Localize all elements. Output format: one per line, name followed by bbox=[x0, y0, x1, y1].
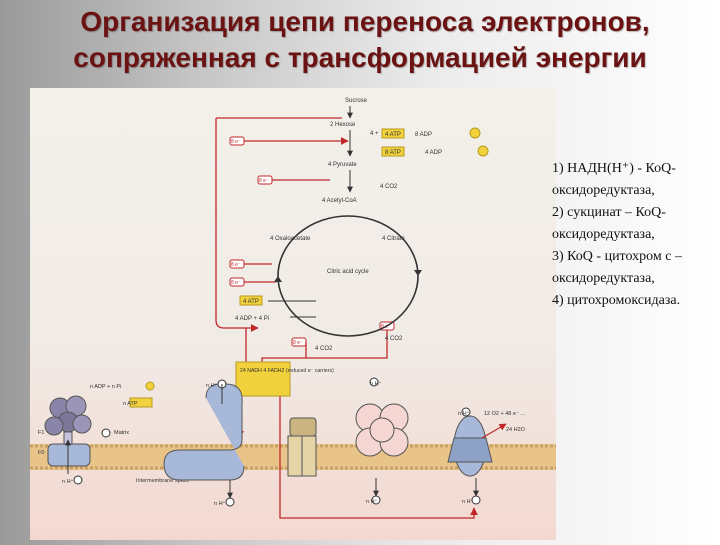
reduced-carriers-box: 24 NADH 4 FADH2 (reduced e⁻ carriers) bbox=[235, 361, 334, 397]
electron-4: 8 e⁻ bbox=[231, 280, 241, 286]
cycle-label: Citric acid cycle bbox=[327, 269, 369, 275]
label-oxaloacetate: 4 Oxaloacetate bbox=[270, 236, 311, 242]
legend-line-3: 2) сукцинат – КоQ- bbox=[552, 205, 666, 220]
atp-badge bbox=[381, 128, 405, 139]
oxygen-arrow bbox=[481, 423, 507, 439]
proton-3: n H⁺ bbox=[458, 410, 470, 417]
proton-4: n H⁺ bbox=[214, 500, 226, 507]
electron-2: 8 e⁻ bbox=[259, 178, 269, 184]
oxygen-reaction: 12 O2 + 48 e⁻ ... bbox=[484, 411, 525, 417]
reduced-carriers-label: 24 NADH 4 FADH2 (reduced e⁻ carriers) bbox=[240, 368, 334, 374]
legend-line-6: оксидоредуктаза, bbox=[552, 271, 655, 286]
label-citrate: 4 Citrate bbox=[382, 236, 405, 242]
glycolysis-atp-2: 8 ATP bbox=[385, 150, 401, 156]
atp-reaction-left: n ADP + n Pi bbox=[90, 384, 121, 390]
atp-product: n ATP bbox=[123, 401, 138, 407]
legend-line-1: 1) НАДН(Н⁺) - КоQ- bbox=[552, 161, 676, 176]
legend-line-7: 4) цитохромоксидаза. bbox=[552, 293, 681, 308]
label-pyruvate: 4 Pyruvate bbox=[328, 162, 357, 168]
electron-3: 8 e⁻ bbox=[231, 262, 241, 268]
complex-4 bbox=[447, 415, 493, 477]
electron-flow-arrows bbox=[215, 117, 478, 519]
glycolysis-adp-1: 8 ADP bbox=[415, 132, 432, 138]
glycolysis-atp-row-1: 4 + 4 ATP 8 ADP bbox=[370, 127, 481, 139]
proton-badges: n H⁺ n H⁺ n H⁺ n H⁺ n H⁺ n H⁺ n H⁺ bbox=[62, 377, 481, 507]
electron-5: 8 e⁻ bbox=[293, 340, 303, 346]
svg-text:4 +: 4 + bbox=[370, 131, 379, 137]
proton-1: n H⁺ bbox=[206, 382, 218, 389]
label-co2-cycle-2: 4 CO2 bbox=[315, 346, 333, 352]
proton-6: n H⁺ bbox=[462, 498, 474, 505]
complex-3 bbox=[355, 403, 409, 457]
electron-1: 8 e⁻ bbox=[231, 139, 241, 145]
glycolysis-atp-row-2: 8 ATP 4 ADP bbox=[381, 145, 489, 157]
label-hexose: 2 Hexose bbox=[330, 122, 356, 128]
slide-title-line-1: Организация цепи переноса электронов, bbox=[80, 6, 650, 37]
proton-2: n H⁺ bbox=[370, 380, 382, 387]
proton-flow-arrows bbox=[65, 384, 479, 499]
label-matrix: Matrix bbox=[114, 430, 129, 436]
label-acetyl-coa: 4 Acetyl-CoA bbox=[322, 198, 357, 204]
diagram-svg: Sucrose 2 Hexose 4 Pyruvate 4 Acetyl-CoA… bbox=[30, 88, 556, 540]
complex-2 bbox=[287, 417, 317, 477]
label-f1: F1 bbox=[38, 430, 44, 436]
cycle-atp: 4 ATP bbox=[243, 299, 259, 305]
slide-title-line-2: сопряженная с трансформацией энергии bbox=[73, 42, 647, 73]
proton-7: n H⁺ bbox=[62, 478, 74, 485]
water-product: 24 H2O bbox=[506, 427, 526, 433]
cycle-adp: 4 ADP + 4 Pi bbox=[235, 316, 269, 322]
glycolysis-atp-1: 4 ATP bbox=[385, 132, 401, 138]
atp-synthesis-reaction: n ADP + n Pi n ATP bbox=[90, 381, 155, 408]
proton-5: n H⁺ bbox=[366, 498, 378, 505]
citric-acid-cycle: Citric acid cycle 4 Oxaloacetate 4 Citra… bbox=[270, 215, 422, 337]
electron-transport-diagram: Sucrose 2 Hexose 4 Pyruvate 4 Acetyl-CoA… bbox=[30, 88, 556, 540]
legend-line-4: оксидоредуктаза, bbox=[552, 227, 655, 242]
glycolysis-adp-2: 4 ADP bbox=[425, 150, 442, 156]
complex-legend: 1) НАДН(Н⁺) - КоQ- оксидоредуктаза, 2) с… bbox=[552, 158, 720, 312]
legend-line-2: оксидоредуктаза, bbox=[552, 183, 655, 198]
label-co2-pyruvate: 4 CO2 bbox=[380, 184, 398, 190]
label-intermembrane-space: Intermembrane space bbox=[136, 478, 190, 484]
slide-title: Организация цепи переноса электронов, со… bbox=[0, 6, 720, 74]
legend-line-5: 3) КоQ - цитохром с – bbox=[552, 249, 682, 264]
atp-badge-2 bbox=[381, 146, 405, 157]
cycle-atp-group: 4 ATP 4 ADP + 4 Pi bbox=[235, 295, 316, 322]
label-co2-cycle-1: 4 CO2 bbox=[385, 336, 403, 342]
label-sucrose: Sucrose bbox=[345, 98, 368, 104]
label-f0: F0 bbox=[38, 450, 44, 456]
